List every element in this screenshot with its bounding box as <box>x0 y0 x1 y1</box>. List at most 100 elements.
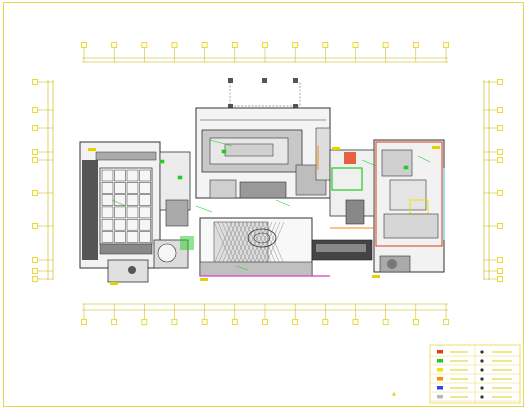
central-hall <box>195 107 331 199</box>
axis-bubble <box>262 42 268 48</box>
grid-cell <box>114 218 126 231</box>
legend-symbol <box>480 377 484 381</box>
axis-bubble <box>32 79 38 85</box>
grid-hall-cells <box>101 169 151 243</box>
grid-cell <box>139 182 151 194</box>
legend-swatch <box>437 359 443 363</box>
grid-cell <box>139 194 151 206</box>
axis-bubble <box>497 79 503 85</box>
axis-bubble <box>382 42 389 48</box>
axis-bubble <box>201 42 208 48</box>
axis-bubble <box>171 42 178 48</box>
grid-cell <box>101 194 114 206</box>
grid-cell <box>139 231 151 243</box>
grid-cell <box>139 218 151 231</box>
entrance-canopy-outline <box>229 82 301 107</box>
grid-cell <box>114 206 126 219</box>
axis-bubble <box>81 42 87 48</box>
legend-symbol <box>480 368 484 372</box>
axis-bubble <box>171 319 178 325</box>
axis-bubble <box>262 319 268 325</box>
left-dimension-lines <box>47 80 54 280</box>
grid-cell <box>101 218 114 231</box>
axis-bubble <box>32 125 38 131</box>
axis-bubble <box>497 257 503 263</box>
axis-bubble <box>32 107 38 113</box>
grid-cell <box>126 206 139 219</box>
hatch-line <box>257 221 277 265</box>
legend-symbol <box>480 395 484 399</box>
axis-bubble <box>141 42 148 48</box>
axis-bubble <box>497 125 503 131</box>
legend-swatch <box>437 350 443 354</box>
axis-bubble <box>32 157 38 163</box>
top-axis-bubbles <box>81 42 449 62</box>
legend-swatch <box>437 368 443 372</box>
grid-cell <box>139 206 151 219</box>
dining-hall <box>199 217 373 277</box>
axis-bubble <box>322 42 329 48</box>
axis-bubble <box>32 268 38 274</box>
hatch-line <box>261 221 281 265</box>
grid-cell <box>126 218 139 231</box>
connector-corridor <box>317 146 375 229</box>
axis-bubble <box>412 319 419 325</box>
axis-bubble <box>322 319 329 325</box>
grid-cell <box>126 169 139 182</box>
grid-cell <box>114 194 126 206</box>
axis-bubble <box>32 257 38 263</box>
legend-symbol <box>480 359 484 363</box>
right-axis-bubbles <box>484 79 503 282</box>
hatch-line <box>265 221 285 265</box>
axis-bubble <box>292 42 299 48</box>
north-marker: ▲ <box>392 391 396 397</box>
legend-table <box>429 344 521 404</box>
left-wing <box>79 141 194 283</box>
axis-bubble <box>497 149 503 155</box>
legend-symbol <box>480 386 484 390</box>
axis-bubble <box>81 319 87 325</box>
axis-bubble <box>352 42 359 48</box>
grid-cell <box>114 231 126 243</box>
axis-bubble <box>497 276 503 282</box>
grid-cell <box>101 169 114 182</box>
legend-rows <box>430 345 520 403</box>
legend-swatch <box>437 395 443 399</box>
grid-cell <box>114 182 126 194</box>
grid-cell <box>114 169 126 182</box>
axis-bubble <box>111 42 118 48</box>
axis-bubble <box>141 319 148 325</box>
canopy-columns <box>228 78 298 109</box>
axis-bubble <box>412 42 419 48</box>
axis-bubble <box>32 223 38 229</box>
axis-bubble <box>231 42 238 48</box>
room-label-tags <box>88 146 440 285</box>
axis-bubble <box>497 190 503 196</box>
grid-cell <box>101 231 114 243</box>
axis-bubble <box>443 319 449 325</box>
right-wing <box>373 139 445 273</box>
grid-cell <box>126 182 139 194</box>
axis-bubble <box>292 319 299 325</box>
grid-cell <box>139 169 151 182</box>
axis-bubble <box>32 149 38 155</box>
left-axis-bubbles <box>32 79 53 282</box>
axis-bubble <box>497 223 503 229</box>
axis-bubble <box>443 42 449 48</box>
axis-bubble <box>352 319 359 325</box>
grid-cell <box>126 194 139 206</box>
legend-swatch <box>437 377 443 381</box>
axis-bubble <box>111 319 118 325</box>
axis-bubble <box>32 276 38 282</box>
axis-bubble <box>497 107 503 113</box>
axis-bubble <box>201 319 208 325</box>
legend-symbol <box>480 350 484 354</box>
axis-bubble <box>497 157 503 163</box>
drawing-frame <box>3 2 524 407</box>
right-dimension-lines <box>483 80 490 280</box>
floor-pattern-hatch <box>213 221 285 265</box>
legend-swatch <box>437 386 443 390</box>
grid-cell <box>101 182 114 194</box>
grid-cell <box>101 206 114 219</box>
